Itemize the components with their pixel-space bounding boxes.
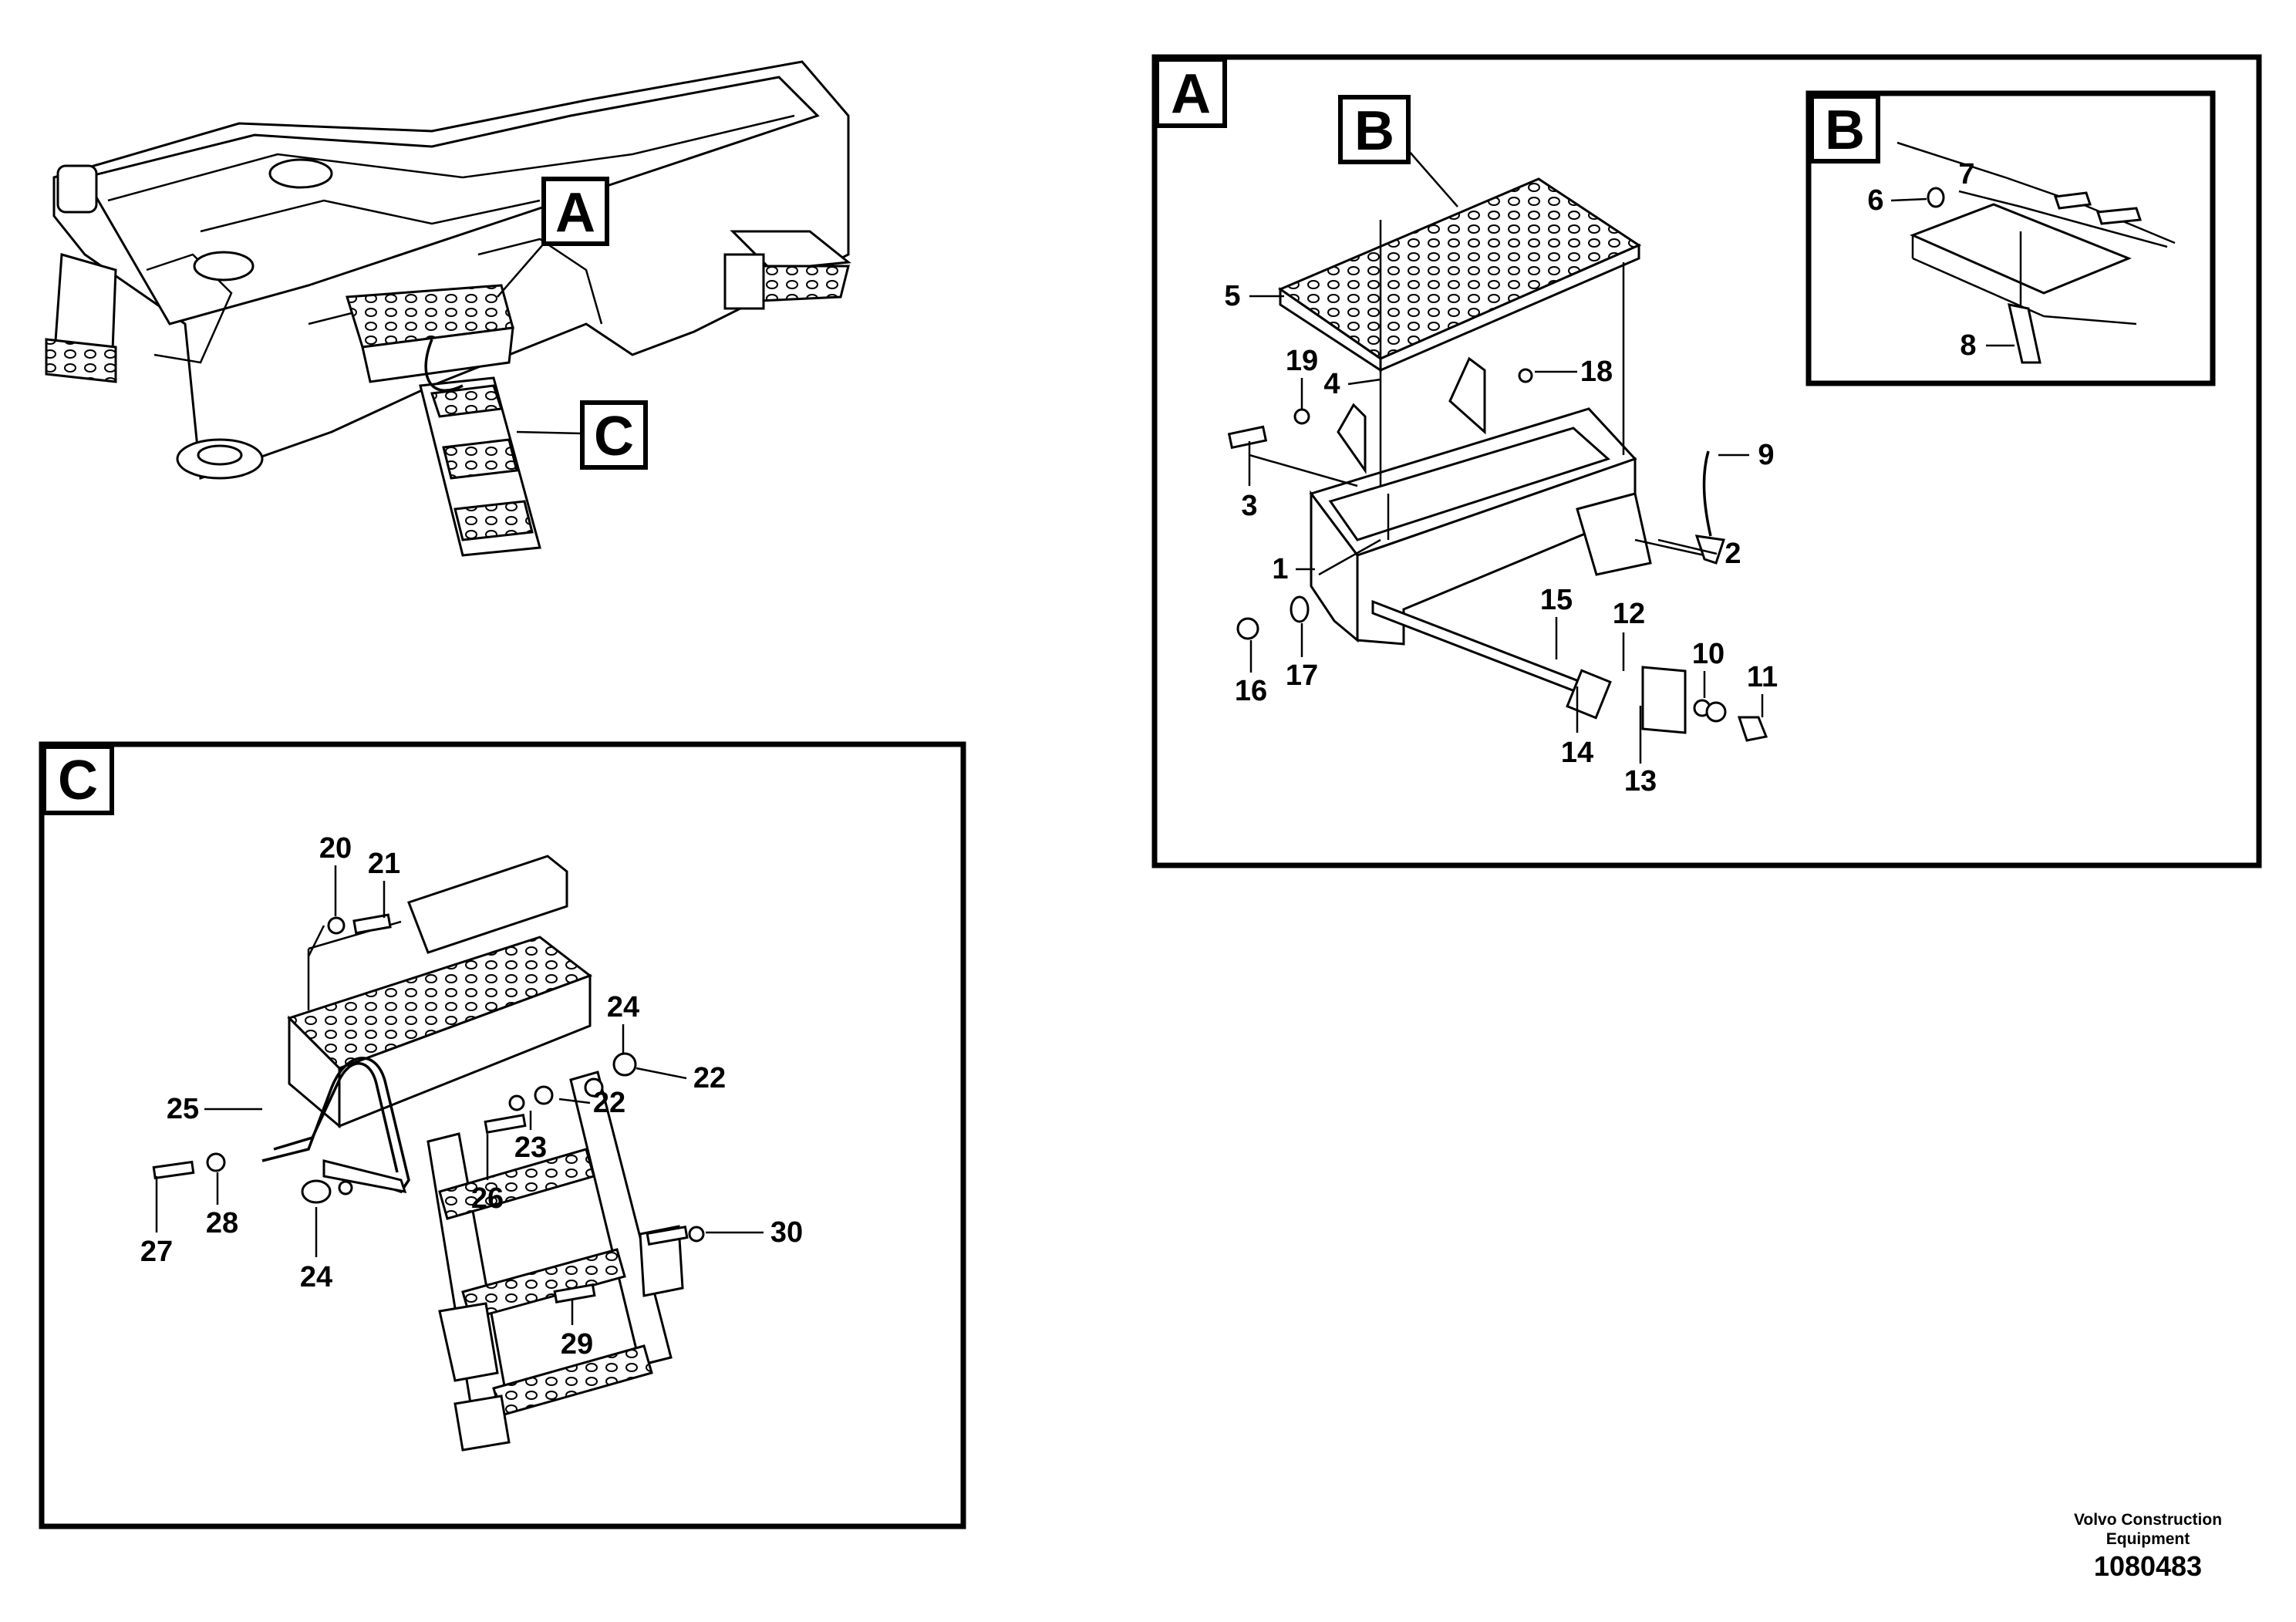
label-part-21: 21 (368, 848, 400, 880)
detail-panel-b: B 6 7 8 (1805, 90, 2216, 386)
panel-a-letter: A (1171, 63, 1211, 125)
panel-a-sub-letter-b: B (1354, 100, 1394, 162)
label-part-10: 10 (1692, 638, 1725, 670)
footer-drawing-number: 1080483 (2093, 1550, 2203, 1582)
overview-callout-a-label: A (555, 182, 595, 244)
label-part-1: 1 (1272, 553, 1288, 585)
overview-callout-a: A (497, 177, 609, 298)
label-part-6: 6 (1867, 184, 1883, 217)
label-part-25: 25 (167, 1093, 199, 1125)
label-part-14: 14 (1561, 737, 1593, 769)
machine-frame-overview (45, 60, 851, 557)
label-part-22-left: 22 (593, 1087, 625, 1119)
detail-panel-a: A B (1151, 54, 2262, 868)
label-part-13: 13 (1624, 765, 1657, 798)
label-part-20: 20 (319, 832, 352, 865)
label-part-29: 29 (561, 1328, 593, 1361)
label-part-28: 28 (206, 1207, 238, 1239)
panel-b-letter: B (1825, 99, 1865, 161)
label-part-3: 3 (1241, 490, 1257, 522)
label-part-9: 9 (1758, 439, 1774, 471)
label-part-5: 5 (1224, 280, 1240, 312)
footer-brand: Volvo Construction Equipment (2073, 1511, 2223, 1548)
label-part-12: 12 (1613, 598, 1645, 630)
label-part-24-bottom: 24 (300, 1261, 332, 1293)
label-part-23: 23 (514, 1131, 547, 1164)
detail-panel-c: C 20 (39, 741, 966, 1529)
label-part-11: 11 (1747, 661, 1778, 693)
label-part-26: 26 (471, 1182, 504, 1215)
label-part-17: 17 (1286, 659, 1318, 692)
label-part-27: 27 (140, 1236, 173, 1268)
label-part-2: 2 (1725, 538, 1741, 570)
label-part-16: 16 (1235, 675, 1267, 707)
label-part-7: 7 (1958, 158, 1974, 191)
label-part-4: 4 (1323, 368, 1340, 400)
label-part-30: 30 (770, 1216, 803, 1249)
label-part-15: 15 (1540, 584, 1573, 616)
label-part-18: 18 (1580, 356, 1613, 388)
overview-callout-c: C (516, 400, 648, 470)
overview-callout-c-label: C (594, 406, 634, 467)
label-part-8: 8 (1960, 329, 1976, 362)
label-part-24-top: 24 (607, 991, 639, 1023)
label-part-22-right: 22 (693, 1062, 726, 1094)
panel-c-letter: C (58, 750, 98, 811)
label-part-19: 19 (1286, 345, 1318, 377)
